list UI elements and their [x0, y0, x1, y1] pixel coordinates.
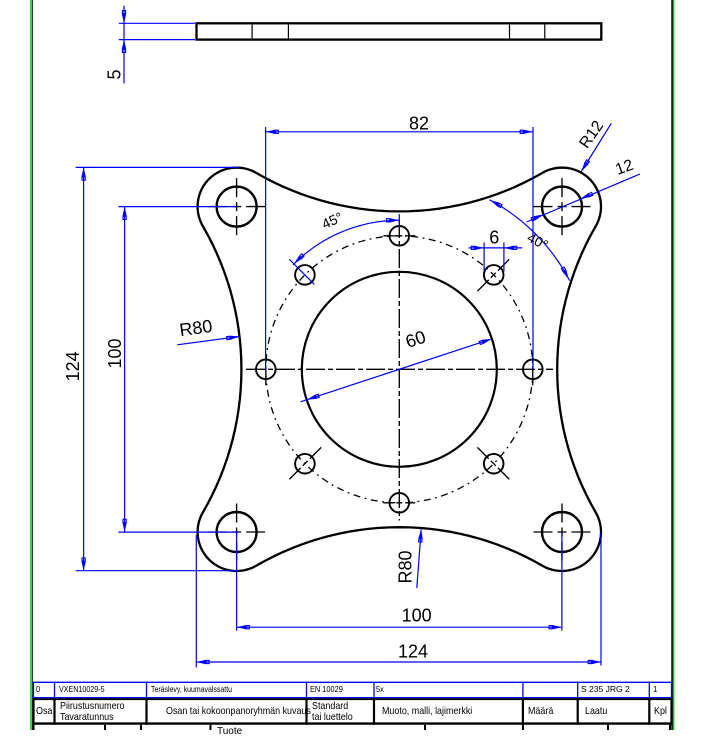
svg-text:40°: 40° — [525, 229, 551, 253]
svg-text:12: 12 — [613, 157, 636, 179]
svg-text:100: 100 — [105, 338, 125, 368]
svg-text:R12: R12 — [577, 118, 608, 152]
svg-text:82: 82 — [409, 113, 429, 133]
svg-text:R80: R80 — [178, 316, 213, 340]
svg-text:45°: 45° — [319, 209, 345, 232]
svg-text:100: 100 — [402, 606, 432, 626]
svg-text:124: 124 — [63, 351, 83, 381]
svg-text:124: 124 — [398, 642, 428, 662]
svg-text:5: 5 — [104, 69, 124, 79]
svg-text:60: 60 — [403, 327, 428, 352]
svg-text:6: 6 — [489, 228, 499, 248]
svg-text:R80: R80 — [396, 550, 416, 583]
